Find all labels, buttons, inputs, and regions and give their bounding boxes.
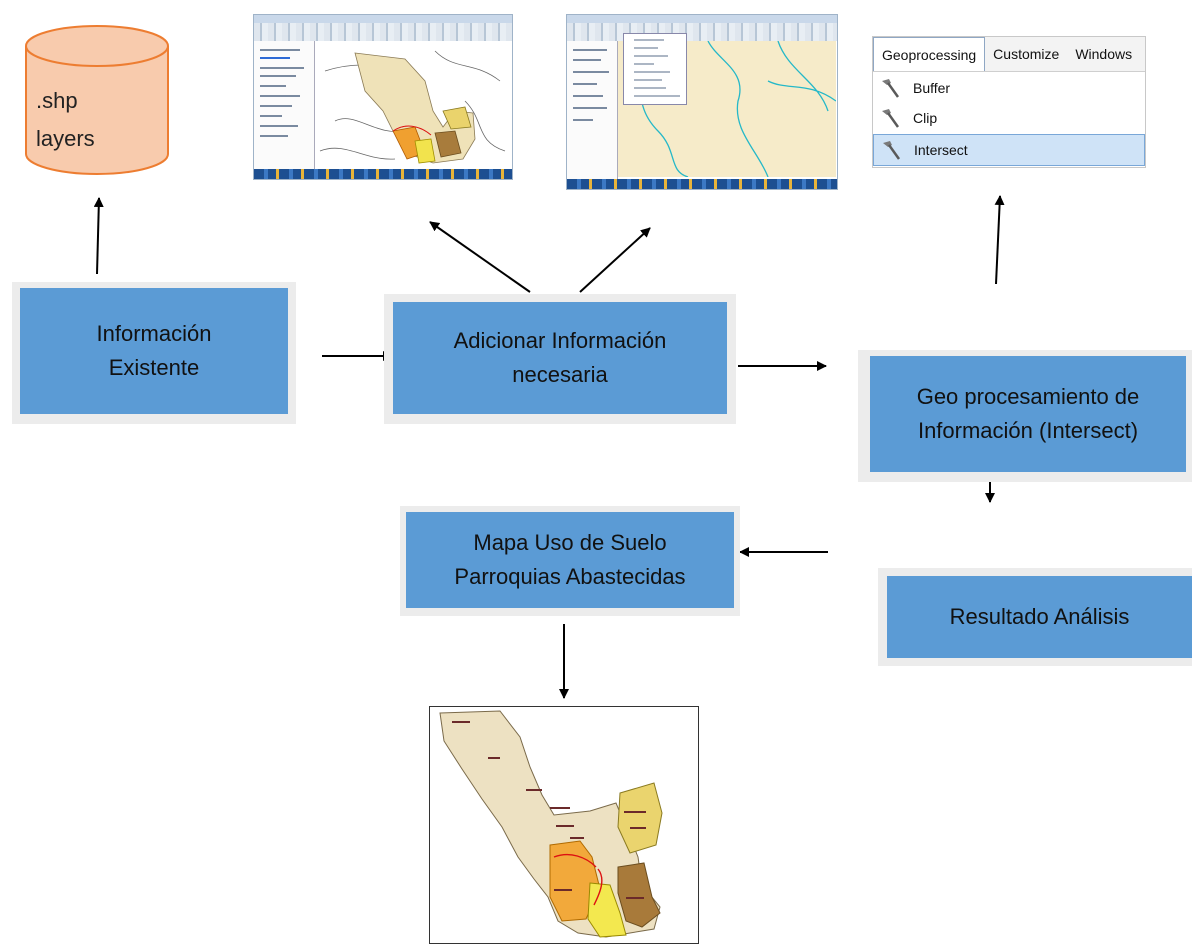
map-view: [319, 50, 506, 164]
database-label-line1: .shp: [36, 88, 78, 113]
geoproceso-line2: Información (Intersect): [917, 418, 1139, 443]
menu-item-buffer[interactable]: Buffer: [873, 73, 1145, 103]
windows-taskbar: [254, 169, 512, 179]
menu-lines: [634, 39, 680, 97]
adicionar-box: Adicionar Información necesaria: [393, 302, 727, 414]
adicionar-line1: Adicionar Información: [453, 328, 667, 353]
arcmap-screenshot-2: [566, 14, 838, 190]
menu-tab-geoprocessing[interactable]: Geoprocessing: [873, 37, 986, 71]
arrow-adicionar-to-screenshot-2: [579, 227, 651, 293]
menu-bar: Geoprocessing Customize Windows: [873, 37, 1145, 72]
window-toolbar: [567, 23, 837, 41]
hammer-icon: [883, 141, 901, 160]
menu-item-buffer-label: Buffer: [913, 80, 951, 96]
info-existente-line1: Información: [96, 321, 212, 346]
geoproceso-line1: Geo procesamiento de: [916, 384, 1140, 409]
mapa-line2: Parroquias Abastecidas: [454, 564, 686, 589]
windows-taskbar: [567, 179, 837, 189]
land-use-map-output: [429, 706, 699, 944]
hammer-icon: [882, 109, 900, 128]
menu-tab-customize[interactable]: Customize: [993, 46, 1060, 62]
arrow-geoproceso-to-menu: [994, 195, 1005, 285]
menu-tab-windows[interactable]: Windows: [1075, 46, 1133, 62]
info-existente-line2: Existente: [108, 355, 200, 380]
resultado-line1: Resultado Análisis: [949, 604, 1130, 629]
arcmap-screenshot-1: [253, 14, 513, 180]
mapa-box: Mapa Uso de Suelo Parroquias Abastecidas: [406, 512, 734, 608]
database-label: .shp layers: [36, 82, 95, 158]
shp-layers-database: .shp layers: [24, 24, 170, 176]
arrow-adicionar-to-screenshot-1: [429, 221, 531, 293]
database-label-line2: layers: [36, 126, 95, 151]
hammer-icon: [882, 79, 900, 98]
window-titlebar: [254, 15, 512, 23]
geoprocessing-menu: Geoprocessing Customize Windows Buffer C…: [872, 36, 1146, 168]
menu-item-clip-label: Clip: [913, 110, 938, 126]
dropdown-menu-thumbnail: [623, 33, 687, 105]
table-of-contents-pane: [567, 41, 618, 179]
window-titlebar: [567, 15, 837, 23]
adicionar-line2: necesaria: [512, 362, 608, 387]
mapa-line1: Mapa Uso de Suelo: [473, 530, 667, 555]
table-of-contents-pane: [254, 41, 315, 169]
menu-item-intersect-label: Intersect: [914, 142, 968, 158]
database-icon: [25, 25, 169, 175]
window-toolbar: [254, 23, 512, 41]
menu-item-clip[interactable]: Clip: [873, 103, 1145, 133]
geoproceso-box: Geo procesamiento de Información (Inters…: [870, 356, 1186, 472]
menu-item-intersect[interactable]: Intersect: [873, 134, 1145, 166]
resultado-box: Resultado Análisis: [887, 576, 1192, 658]
info-existente-box: Información Existente: [20, 288, 288, 414]
arrow-info-to-db: [93, 197, 104, 275]
parishes-map: [439, 710, 663, 938]
